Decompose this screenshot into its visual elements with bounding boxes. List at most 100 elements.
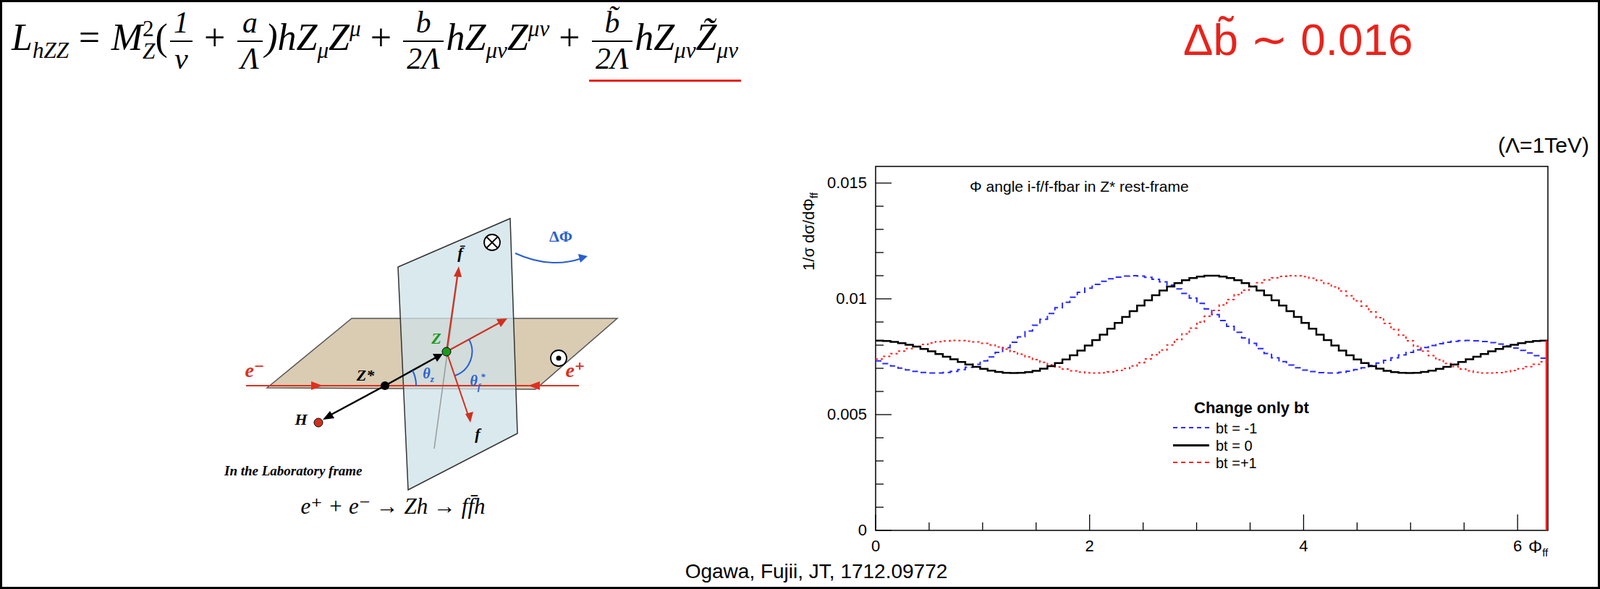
superscript: μ [349, 15, 362, 42]
x-tick [1035, 522, 1037, 531]
x-tick [928, 522, 930, 531]
y-tick [875, 483, 884, 485]
subscript: μν [485, 37, 508, 63]
y-tick [875, 182, 892, 184]
fraction-numerator: 1 [170, 5, 193, 42]
y-tick [875, 251, 884, 253]
y-tick [875, 413, 892, 415]
z-point [442, 347, 451, 357]
angle-symbol: θ [469, 372, 477, 389]
y-axis-title: 1/σ dσ/dΦff [800, 192, 821, 271]
formula-term: + [194, 16, 235, 58]
lab-frame-sketch [246, 218, 618, 490]
fraction: 1v [170, 5, 193, 77]
edge-bin-line [1545, 340, 1548, 531]
beam-arrow [311, 381, 323, 391]
fraction-numerator: a [237, 5, 263, 42]
formula-term: hZ [634, 16, 675, 58]
y-tick [875, 367, 884, 369]
f-arrow-head [465, 411, 474, 423]
legend-text: bt = 0 [1215, 437, 1253, 454]
fraction: b̃2Λ [591, 5, 633, 77]
beam-label: e⁺ [565, 359, 585, 383]
beam-label: e⁻ [244, 359, 265, 383]
x-tick [981, 522, 983, 531]
x-tick-label: 4 [1298, 537, 1308, 556]
x-tick [1356, 522, 1358, 531]
point-label: Z* [356, 366, 375, 385]
y-tick [875, 344, 884, 346]
superscript: μν [528, 15, 550, 42]
formula-term: hZ [445, 16, 486, 58]
plot-frame [875, 166, 1548, 531]
phi-histogram [875, 166, 1548, 531]
x-tick [1196, 522, 1197, 531]
beam-arrow [528, 381, 540, 391]
formula-term: L [11, 16, 33, 58]
y-tick [875, 506, 884, 508]
into-page-symbol [484, 234, 501, 251]
f-arrow [446, 351, 469, 418]
subscript: hZZ [32, 37, 69, 63]
x-tick [1463, 522, 1465, 531]
legend-heading: Change only bt [1194, 399, 1310, 417]
citation: Ogawa, Fujii, JT, 1712.09772 [685, 560, 948, 584]
axis-label: 1/σ dσ/dΦ [799, 198, 818, 271]
z-line [384, 356, 439, 386]
z-direction-arrow [446, 321, 503, 352]
legend-text: bt =+1 [1215, 455, 1257, 472]
formula-term: + [549, 16, 590, 58]
y-tick [875, 437, 884, 438]
y-tick [875, 274, 884, 276]
x-tick [1089, 514, 1090, 531]
frame-caption: In the Laboratory frame [224, 463, 363, 480]
x-tick [874, 514, 876, 531]
legend-text: bt = -1 [1215, 420, 1257, 437]
histogram-curve [875, 275, 1548, 374]
subscript: μν [674, 37, 697, 63]
subscript: ff [807, 192, 820, 199]
zstar-point [380, 381, 390, 391]
formula-term: Z̃ [696, 16, 718, 58]
estimate-note: Δb̃ ∼ 0.016 [1183, 15, 1413, 65]
sub-superscript: 2Z [142, 17, 155, 63]
x-tick-label: 0 [871, 537, 880, 556]
formula-term: Z [507, 16, 529, 58]
out-of-page-symbol [550, 350, 567, 367]
y-tick-label: 0.015 [827, 174, 867, 192]
y-tick-label: 0.005 [827, 405, 867, 424]
point-label: Z [431, 329, 441, 348]
y-tick [875, 321, 884, 323]
fbar-arrow-head [453, 266, 462, 278]
y-tick-label: 0 [858, 521, 867, 540]
z-arrow [432, 353, 443, 362]
y-tick [875, 529, 892, 531]
y-tick [875, 390, 884, 392]
x-tick [1516, 514, 1518, 531]
x-tick-label: 6 [1513, 537, 1522, 556]
plot-title: Φ angle i-f/f-fbar in Z* rest-frame [969, 178, 1189, 195]
fraction-denominator: 2Λ [403, 41, 444, 77]
legend-sample [1173, 444, 1210, 447]
angle-label: ΔΦ [549, 227, 573, 246]
fbar-arrow [446, 270, 459, 352]
scale-note: (Λ=1TeV) [1497, 133, 1590, 158]
subscript: f [477, 381, 481, 393]
theta-f-label: θf* [469, 371, 485, 393]
delta-phi-head [578, 254, 588, 263]
formula-term: + [361, 16, 401, 58]
superscript: * [480, 371, 486, 383]
subscript: ff [1542, 546, 1548, 559]
formula-term: = M [68, 16, 143, 58]
process-equation: e⁺ + e⁻ → Zh → ff̄h [300, 494, 485, 519]
subscript: μν [717, 37, 739, 63]
fraction: b2Λ [403, 5, 444, 77]
subscript: z [430, 373, 435, 385]
y-tick [875, 205, 884, 207]
x-axis-title: Φff [1528, 537, 1548, 560]
theta-z-label: θz [422, 365, 434, 385]
formula-term: Z [328, 16, 350, 58]
fermion-label: f [474, 425, 480, 443]
